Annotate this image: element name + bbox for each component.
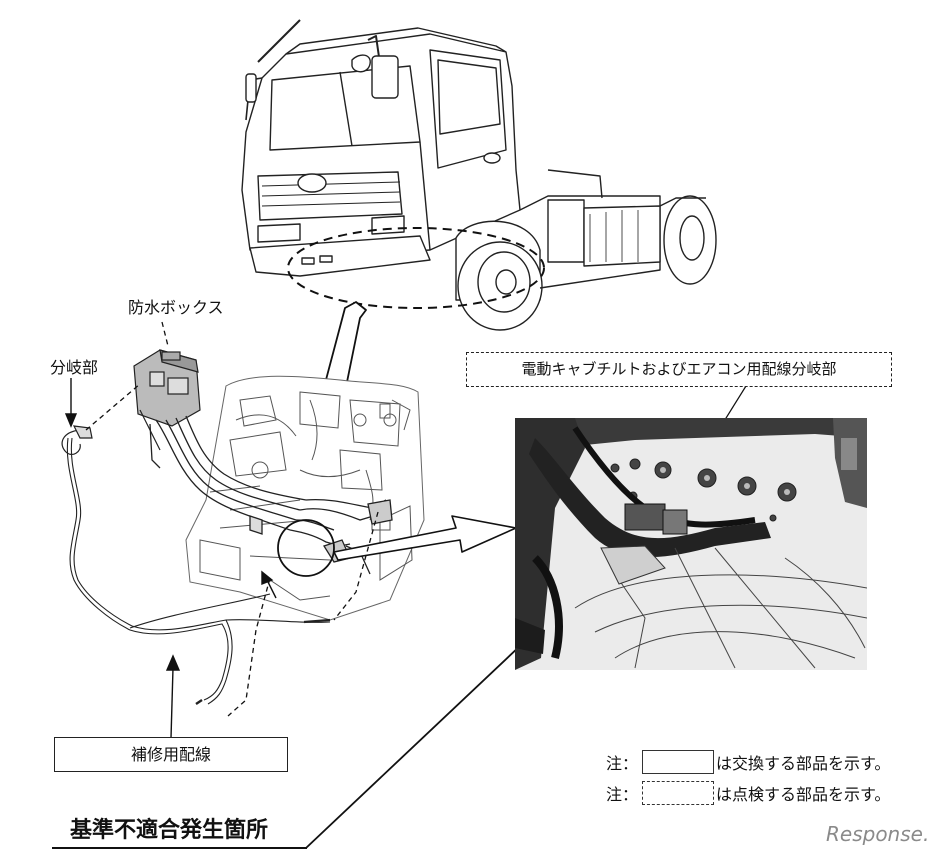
nonconformity-title: 基準不適合発生箇所 (70, 818, 269, 843)
label-cab-tilt-branch-text: 電動キャブチルトおよびエアコン用配線分岐部 (521, 360, 837, 378)
pointer-arrows (64, 378, 277, 739)
label-waterproof-box: 防水ボックス (128, 298, 224, 317)
branch-highlight-circle (277, 519, 335, 577)
truck-illustration (241, 19, 717, 331)
engine-area (185, 375, 425, 621)
note-replace-text: は交換する部品を示す。 (716, 754, 891, 773)
dashed-leaders (85, 321, 379, 717)
note-replace-prefix: 注： (606, 754, 639, 773)
note-replace: 注： は交換する部品を示す。 (606, 750, 890, 774)
label-branch: 分岐部 (50, 358, 99, 377)
waterproof-box (133, 349, 201, 451)
photo-pointer-arrow (333, 515, 517, 561)
label-cab-tilt-branch: 電動キャブチルトおよびエアコン用配線分岐部 (466, 352, 892, 387)
label-repair-wiring-text: 補修用配線 (130, 745, 211, 764)
title-underline (52, 847, 307, 849)
branch-connector (61, 425, 93, 456)
note-replace-swatch (642, 750, 715, 774)
note-inspect-swatch (642, 781, 715, 805)
label-repair-wiring: 補修用配線 (54, 737, 288, 772)
response-watermark: Response. (826, 822, 930, 846)
note-inspect-prefix: 注： (606, 785, 639, 804)
note-inspect: 注： は点検する部品を示す。 (606, 781, 890, 805)
branch-photo (515, 418, 867, 670)
highlight-ellipse (287, 227, 545, 309)
repair-wiring-cable (66, 437, 331, 705)
note-inspect-text: は点検する部品を示す。 (716, 785, 891, 804)
